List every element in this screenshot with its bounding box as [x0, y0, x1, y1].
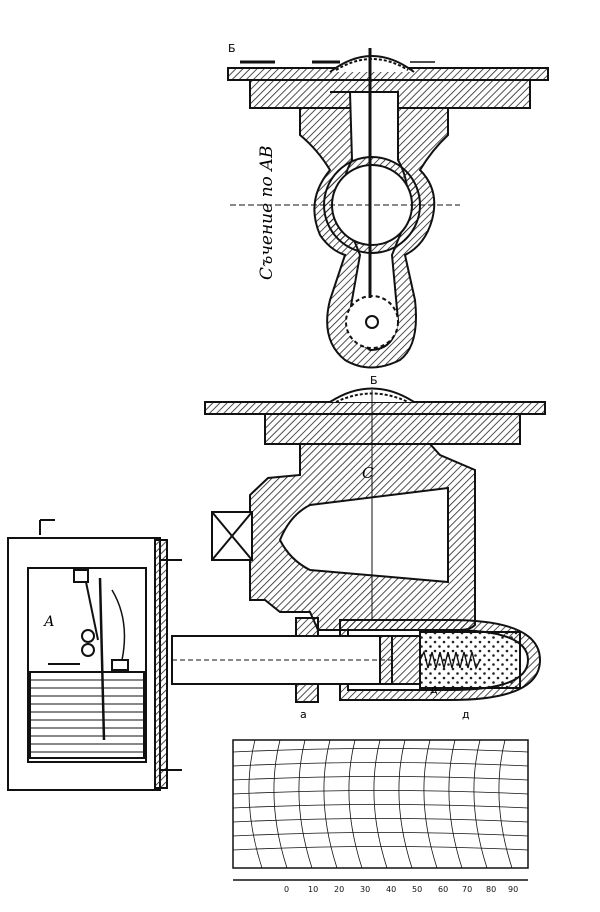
letter-a-low: а — [300, 708, 307, 721]
section-title: Съчение по АВ — [257, 145, 277, 280]
recording-chart — [232, 739, 529, 881]
scale-tick-8: 80 — [486, 885, 496, 894]
recorder-inner — [27, 567, 147, 763]
mid-cone-cavity — [278, 486, 449, 584]
letter-d2: д — [462, 708, 470, 721]
top-lower-hub — [365, 315, 379, 329]
letter-d: д — [430, 683, 438, 696]
mid-flange-body — [264, 413, 521, 445]
top-dome — [329, 55, 415, 73]
top-section-view — [227, 48, 549, 369]
scale-tick-9: 90 — [508, 885, 518, 894]
letter-c-mid: С — [362, 464, 374, 482]
letter-b-top: Б — [228, 42, 236, 55]
scale-tick-7: 70 — [462, 885, 472, 894]
spring-coil — [419, 649, 481, 671]
recorder-drum — [29, 671, 145, 759]
chart-scale-ticks: 0 10 20 30 40 50 60 70 80 90 — [284, 885, 518, 894]
main-housing-view — [171, 387, 546, 703]
scale-tick-0: 0 — [284, 885, 289, 894]
scale-tick-1: 10 — [308, 885, 318, 894]
letter-a-recorder: А — [43, 614, 55, 630]
scale-tick-4: 40 — [386, 885, 396, 894]
scale-tick-3: 30 — [360, 885, 370, 894]
scale-tick-2: 20 — [334, 885, 344, 894]
letter-b-mid: Б — [370, 374, 378, 387]
scale-tick-5: 50 — [412, 885, 422, 894]
scale-tick-6: 60 — [438, 885, 448, 894]
mid-flange-plate — [204, 401, 546, 415]
recorder-box — [7, 519, 182, 791]
